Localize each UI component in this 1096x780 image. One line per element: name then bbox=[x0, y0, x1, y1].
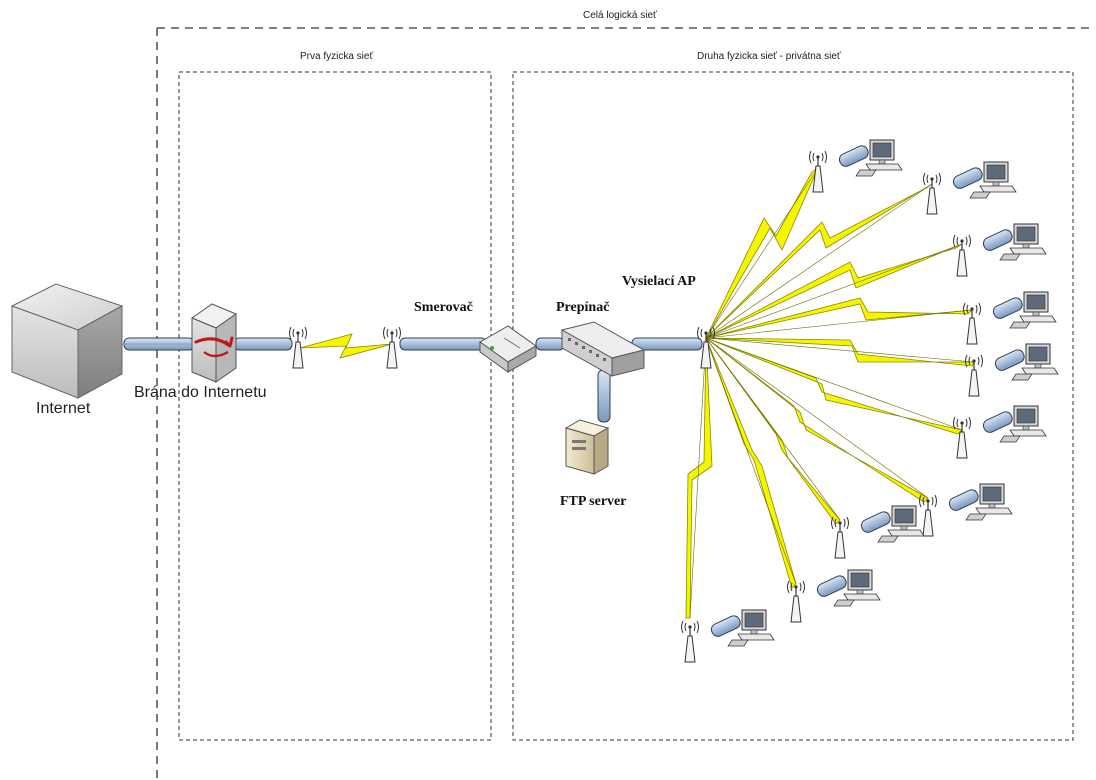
wireless-bridge bbox=[300, 334, 392, 358]
internet-box-icon bbox=[12, 284, 122, 398]
ftp-server-label: FTP server bbox=[560, 494, 626, 510]
client-pc-icon bbox=[920, 484, 1013, 536]
switch-icon bbox=[562, 322, 644, 376]
client-pc-icon bbox=[966, 344, 1059, 396]
signal-lines bbox=[690, 168, 974, 618]
antenna-icon bbox=[384, 327, 401, 368]
second-network-title: Druha fyzicka sieť - privátna sieť bbox=[697, 51, 841, 62]
region-logical bbox=[157, 28, 1093, 778]
ftp-server-icon bbox=[566, 420, 608, 474]
client-pc-icon bbox=[810, 140, 903, 192]
client-pc-icon bbox=[954, 224, 1047, 276]
logical-network-title: Celá logická sieť bbox=[583, 10, 657, 21]
switch-label: Prepínač bbox=[556, 300, 609, 316]
client-pc-icon bbox=[832, 506, 925, 558]
wireless-links bbox=[686, 168, 974, 618]
gateway-label: Brána do Internetu bbox=[134, 384, 267, 402]
client-pc-icon bbox=[954, 406, 1047, 458]
router-icon bbox=[480, 326, 536, 372]
internet-label: Internet bbox=[36, 400, 90, 418]
region-first-network bbox=[179, 72, 491, 740]
client-pc-icon bbox=[788, 570, 881, 622]
router-label: Smerovač bbox=[414, 300, 473, 316]
client-pc-icon bbox=[682, 610, 775, 662]
gateway-server-icon bbox=[192, 304, 236, 382]
client-pc-icon bbox=[924, 162, 1017, 214]
first-network-title: Prva fyzicka sieť bbox=[300, 51, 373, 62]
client-pc-icon bbox=[964, 292, 1057, 344]
access-point-label: Vysielací AP bbox=[622, 274, 696, 290]
